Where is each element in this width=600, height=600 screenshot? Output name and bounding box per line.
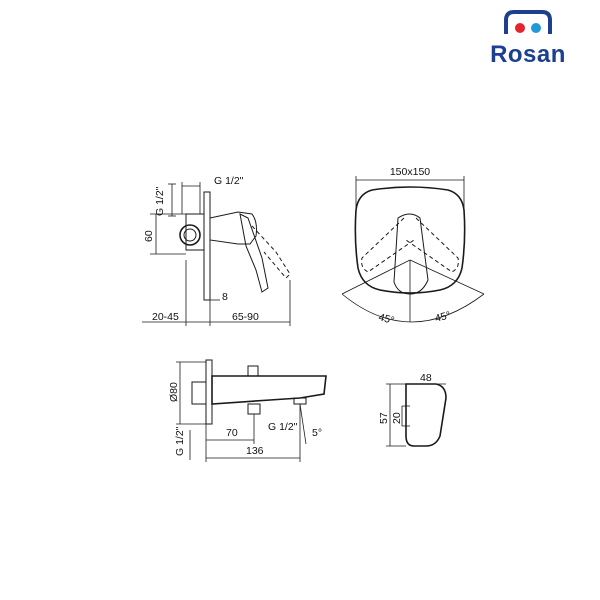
- spout-length: 136: [246, 445, 264, 457]
- spout-thread-horizontal: G 1/2": [268, 421, 298, 433]
- side-offset: 8: [222, 291, 228, 303]
- rosan-logo: Rosan: [490, 10, 566, 68]
- spout-diverter: [247, 365, 259, 377]
- front-view: 150x150 45° 45°: [341, 166, 485, 327]
- spout-end-outlet: 20: [391, 412, 403, 424]
- logo-wordmark: Rosan: [490, 41, 566, 68]
- side-view: G 1/2" G 1/2" 60 8 20-45 65-90: [142, 175, 291, 326]
- front-angle-left: 45°: [377, 311, 395, 327]
- spout-wall-plate: [205, 359, 213, 425]
- side-height: 60: [143, 230, 155, 242]
- spout-inlet: [191, 381, 207, 405]
- side-inlet-inner: [183, 228, 197, 242]
- side-valve-body: [185, 213, 205, 251]
- side-lever: [209, 211, 257, 245]
- spout-diameter: Ø80: [168, 382, 180, 402]
- side-handle: [239, 213, 269, 293]
- side-thread-vertical: G 1/2": [154, 186, 166, 216]
- front-lever-left-dashed: [361, 217, 415, 273]
- side-handle-dashed: [251, 225, 291, 279]
- spout-end-height: 57: [378, 412, 390, 424]
- spout-end-width: 48: [420, 372, 432, 384]
- front-lever: [393, 213, 429, 295]
- side-wall-plate: [203, 191, 211, 301]
- spout-view: Ø80 G 1/2" 70 G 1/2" 5° 136: [168, 359, 327, 462]
- side-projection: 65-90: [232, 311, 259, 323]
- side-thread-horizontal: G 1/2": [214, 175, 244, 187]
- logo-cold-dot: [531, 23, 541, 33]
- front-plate: [354, 186, 466, 294]
- side-wall-depth: 20-45: [152, 311, 179, 323]
- spout-end-view: 48 57 20: [378, 372, 447, 447]
- front-angle-arc: [341, 293, 485, 323]
- spout-end-body: [405, 383, 447, 447]
- front-plate-size: 150x150: [390, 166, 430, 178]
- spout-body: [211, 375, 327, 405]
- spout-thread-vertical: G 1/2": [174, 426, 186, 456]
- spout-angle: 5°: [312, 427, 322, 439]
- side-inlet-circle: [179, 224, 201, 246]
- spout-offset: 70: [226, 427, 238, 439]
- front-lever-right-dashed: [405, 217, 459, 273]
- spout-lower-connector: [247, 403, 261, 415]
- logo-hot-dot: [515, 23, 525, 33]
- logo-arch: [504, 10, 552, 34]
- front-angle-right: 45°: [434, 309, 452, 325]
